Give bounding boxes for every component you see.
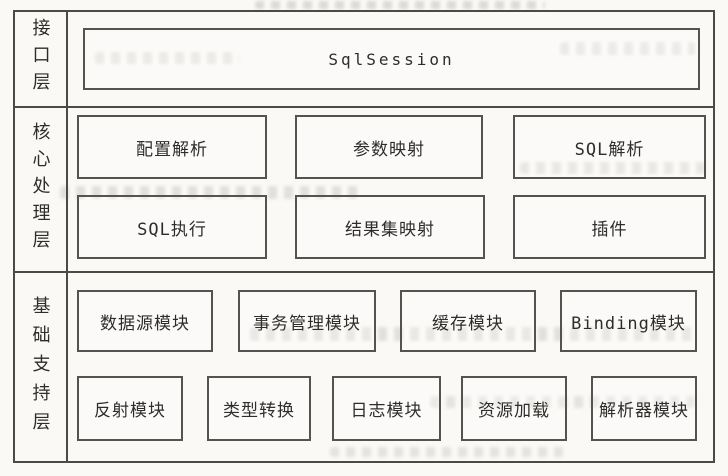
module-box-sql-parse: SQL解析 — [513, 115, 706, 179]
core-support-divider — [13, 271, 715, 273]
module-box-config-parse: 配置解析 — [77, 115, 267, 179]
module-box-resource-loading: 资源加载 — [461, 376, 567, 441]
module-box-binding: Binding模块 — [560, 290, 697, 352]
module-box-parser: 解析器模块 — [591, 376, 697, 441]
module-box-resultset-mapping: 结果集映射 — [295, 195, 485, 259]
module-box-sql-execute: SQL执行 — [77, 195, 267, 259]
module-box-parameter-mapping: 参数映射 — [295, 115, 483, 179]
label-column-divider — [66, 10, 68, 463]
module-box-logging: 日志模块 — [332, 376, 441, 441]
scan-bleed-artifact — [255, 1, 545, 9]
module-box-plugin: 插件 — [513, 195, 706, 259]
diagram-frame — [13, 10, 715, 463]
module-box-reflection: 反射模块 — [77, 376, 183, 441]
layer-label-interface: 接口层 — [29, 17, 51, 99]
module-box-transaction-management: 事务管理模块 — [238, 290, 376, 352]
module-box-sqlsession: SqlSession — [83, 28, 700, 90]
module-box-datasource: 数据源模块 — [77, 290, 213, 352]
module-box-cache: 缓存模块 — [400, 290, 536, 352]
interface-core-divider — [13, 106, 715, 108]
module-box-type-conversion: 类型转换 — [207, 376, 311, 441]
layer-label-core-processing: 核心处理层 — [29, 122, 51, 257]
layer-label-basic-support: 基础支持层 — [29, 295, 51, 441]
